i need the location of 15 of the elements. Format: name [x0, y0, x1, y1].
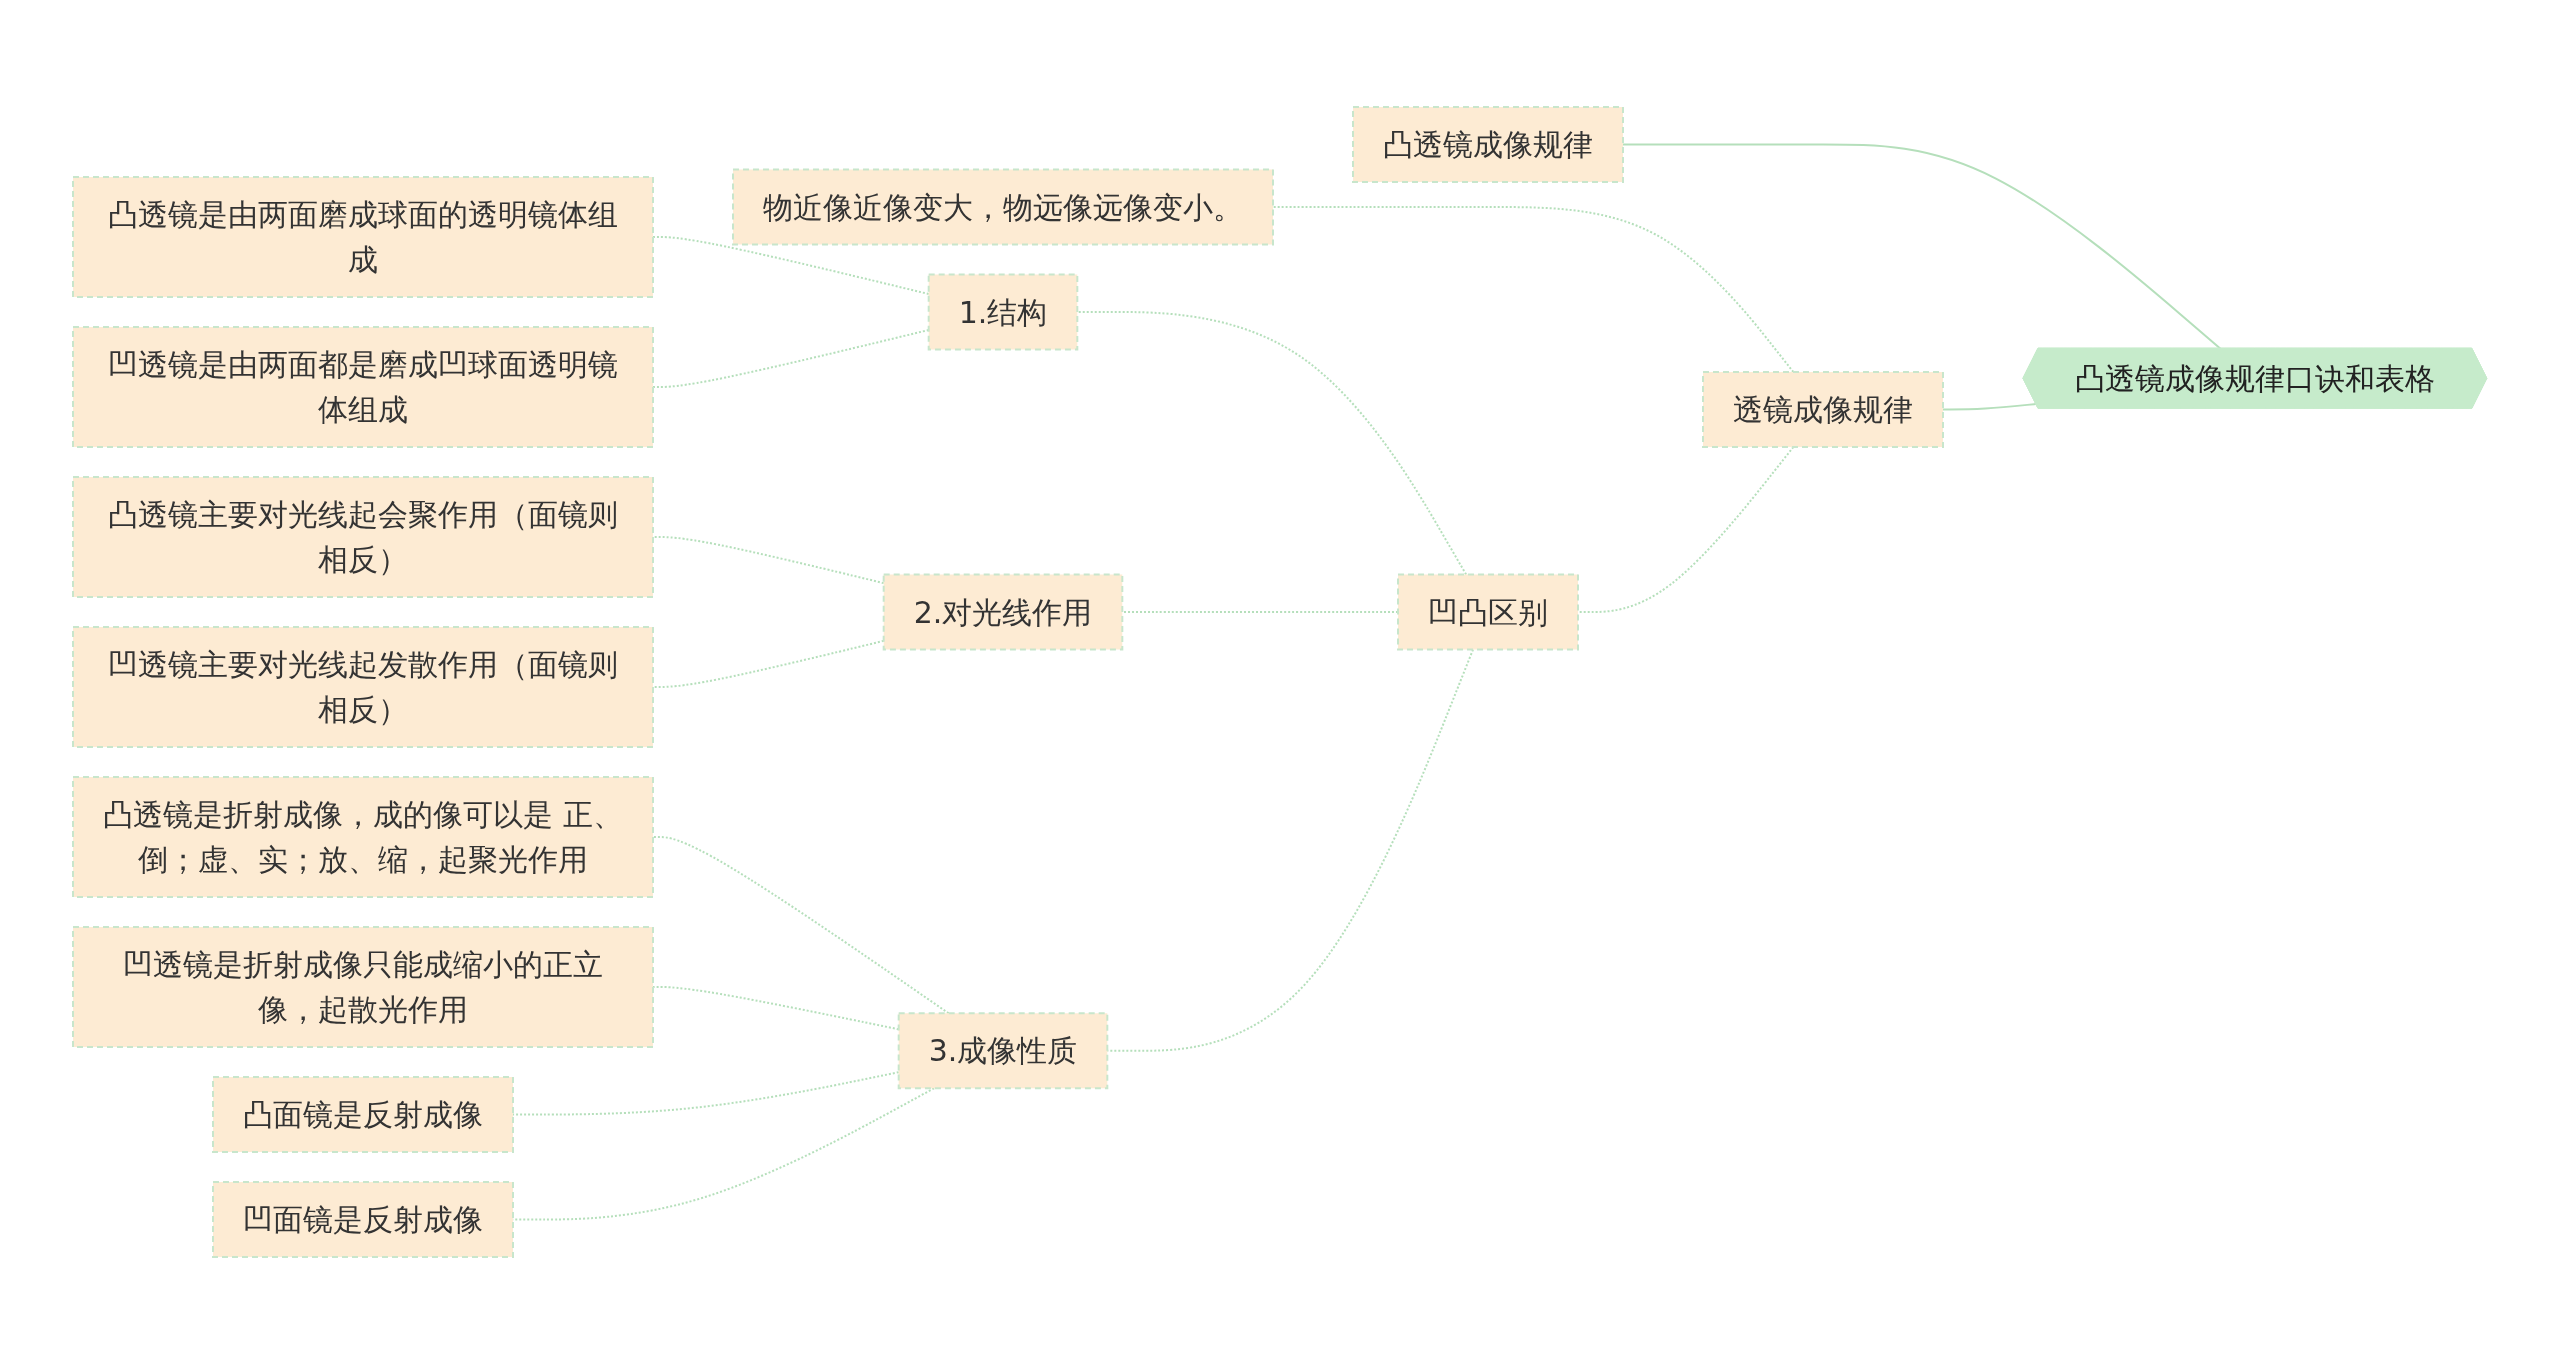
- node-box: 3.成像性质: [897, 1011, 1109, 1089]
- node-box: 凹凸区别: [1397, 573, 1580, 650]
- node-box: 1.结构: [927, 273, 1079, 350]
- node-box: 凹透镜主要对光线起发散作用（面镜则相反）: [72, 625, 655, 748]
- node-box: 凸透镜是折射成像，成的像可以是 正、倒；虚、实；放、缩，起聚光作用: [72, 775, 655, 898]
- node-box: 凹面镜是反射成像: [212, 1180, 515, 1258]
- node-box: 2.对光线作用: [882, 573, 1124, 650]
- node-box: 透镜成像规律: [1702, 370, 1945, 448]
- node-box: 凸透镜成像规律: [1352, 105, 1625, 183]
- node-box: 凸透镜是由两面磨成球面的透明镜体组成: [72, 175, 655, 298]
- node-box: 凹透镜是由两面都是磨成凹球面透明镜体组成: [72, 325, 655, 448]
- node-box: 凸面镜是反射成像: [212, 1075, 515, 1153]
- node-box: 凹透镜是折射成像只能成缩小的正立像，起散光作用: [72, 925, 655, 1048]
- node-box: 凸透镜主要对光线起会聚作用（面镜则相反）: [72, 475, 655, 598]
- node-box: 物近像近像变大，物远像远像变小。: [732, 168, 1275, 245]
